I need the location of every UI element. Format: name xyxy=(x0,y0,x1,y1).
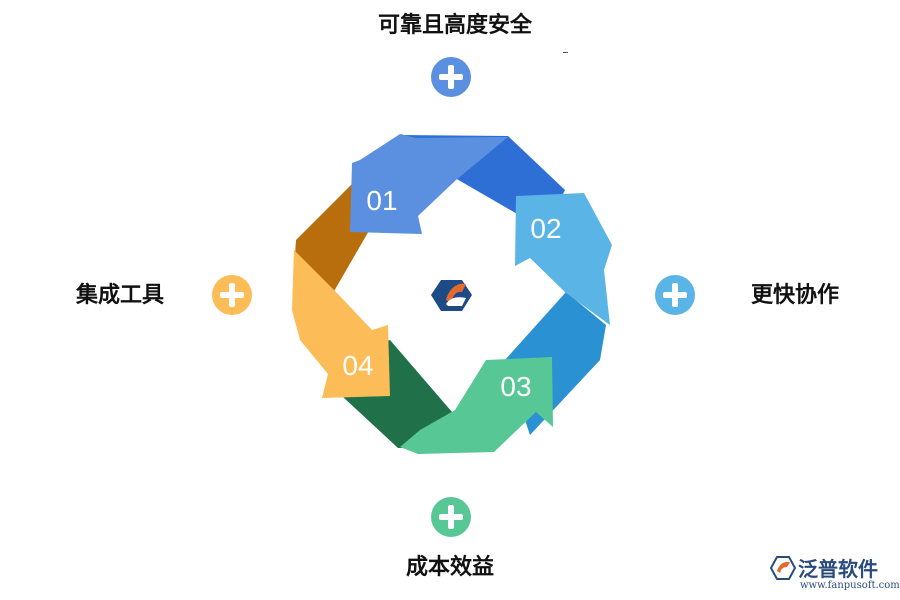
brand-name: 泛普软件 xyxy=(798,557,878,581)
plus-icon-bottom[interactable] xyxy=(431,497,471,537)
arrow-step4 xyxy=(292,250,390,398)
plus-icon-top[interactable] xyxy=(431,57,471,97)
hexagon-logo-icon xyxy=(431,280,472,311)
fanpu-logo-icon xyxy=(770,556,796,580)
step-number-4: 04 xyxy=(342,350,373,381)
divider-mark xyxy=(563,52,568,53)
step-number-3: 03 xyxy=(500,371,531,402)
plus-icon-right[interactable] xyxy=(655,275,695,315)
brand-url: www.fanpusoft.com xyxy=(800,580,900,591)
label-reliable-secure: 可靠且高度安全 xyxy=(377,13,532,38)
brand-watermark: 泛普软件 www.fanpusoft.com xyxy=(770,553,900,597)
step-number-1: 01 xyxy=(366,185,397,216)
arrow-step2 xyxy=(515,193,612,325)
step-number-2: 02 xyxy=(530,213,561,244)
plus-icon-left[interactable] xyxy=(212,275,252,315)
label-integration-tools: 集成工具 xyxy=(75,283,164,308)
label-faster-collaboration: 更快协作 xyxy=(750,283,839,308)
arrow-step3 xyxy=(400,357,553,454)
label-cost-effective: 成本效益 xyxy=(405,555,494,580)
arrow-step1 xyxy=(350,134,508,234)
